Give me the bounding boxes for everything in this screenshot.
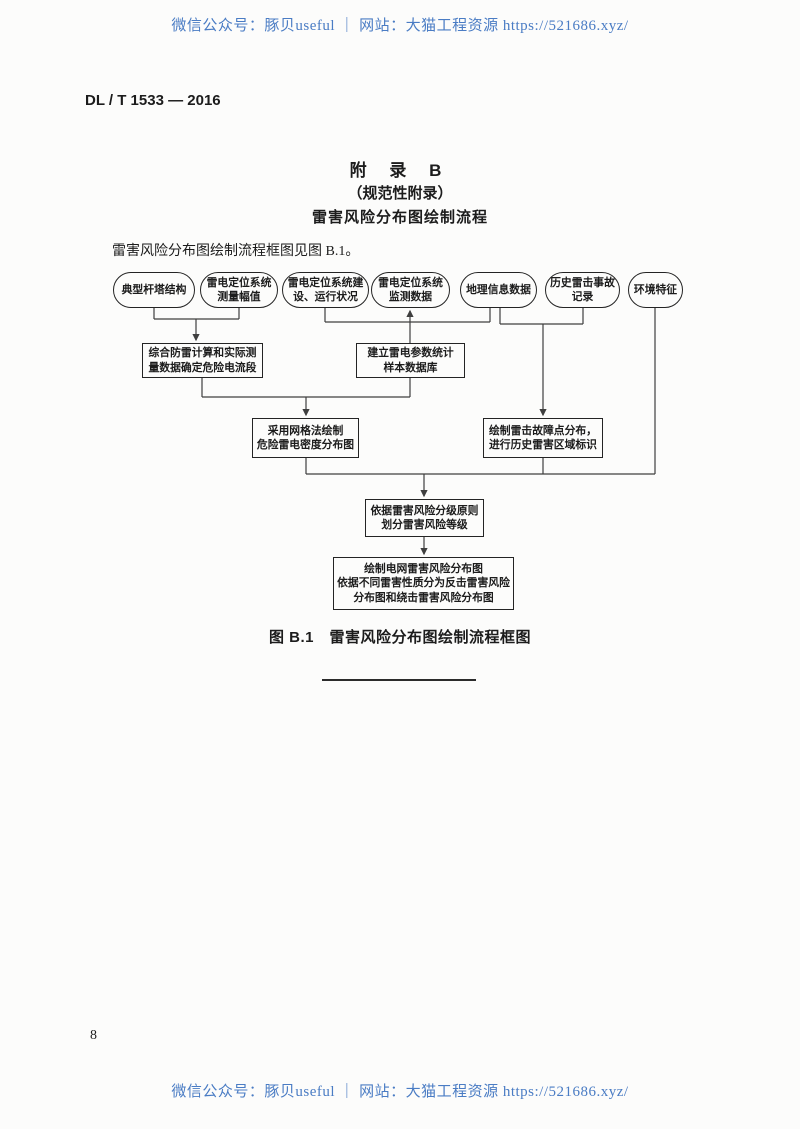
node-lightning-param-database: 建立雷电参数统计 样本数据库 [356,343,465,378]
end-divider [322,679,476,681]
node-determine-danger-current: 综合防雷计算和实际测 量数据确定危险电流段 [142,343,263,378]
flowchart: 典型杆塔结构 雷电定位系统 测量幅值 雷电定位系统建 设、运行状况 雷电定位系统… [113,272,683,610]
node-lls-construction-operation: 雷电定位系统建 设、运行状况 [282,272,369,308]
node-gis-data: 地理信息数据 [460,272,537,308]
intro-paragraph: 雷害风险分布图绘制流程框图见图 B.1。 [112,244,360,259]
figure-caption: 图 B.1 雷害风险分布图绘制流程框图 [268,629,531,646]
appendix-subtitle: （规范性附录） [347,185,453,202]
watermark-bottom: 微信公众号：豚贝useful ｜ 网站：大猫工程资源 https://52168… [171,1084,629,1100]
node-historical-strike-records: 历史雷击事故 记录 [545,272,620,308]
page-number: 8 [90,1028,97,1043]
node-fault-point-distribution: 绘制雷击故障点分布， 进行历史雷害区域标识 [483,418,603,458]
watermark-top: 微信公众号：豚贝useful ｜ 网站：大猫工程资源 https://52168… [171,18,629,34]
doc-number: DL / T 1533 — 2016 [85,92,221,109]
node-risk-grading: 依据雷害风险分级原则 划分雷害风险等级 [365,499,484,537]
node-grid-density-map: 采用网格法绘制 危险雷电密度分布图 [252,418,359,458]
node-typical-tower-structure: 典型杆塔结构 [113,272,195,308]
node-lls-measured-amplitude: 雷电定位系统 测量幅值 [200,272,278,308]
node-final-risk-map: 绘制电网雷害风险分布图 依据不同雷害性质分为反击雷害风险 分布图和绕击雷害风险分… [333,557,514,610]
node-environment-features: 环境特征 [628,272,683,308]
appendix-title: 附 录 B [349,161,451,180]
appendix-heading: 雷害风险分布图绘制流程 [311,209,488,226]
node-lls-monitoring-data: 雷电定位系统 监测数据 [371,272,450,308]
flowchart-connectors [153,308,656,556]
